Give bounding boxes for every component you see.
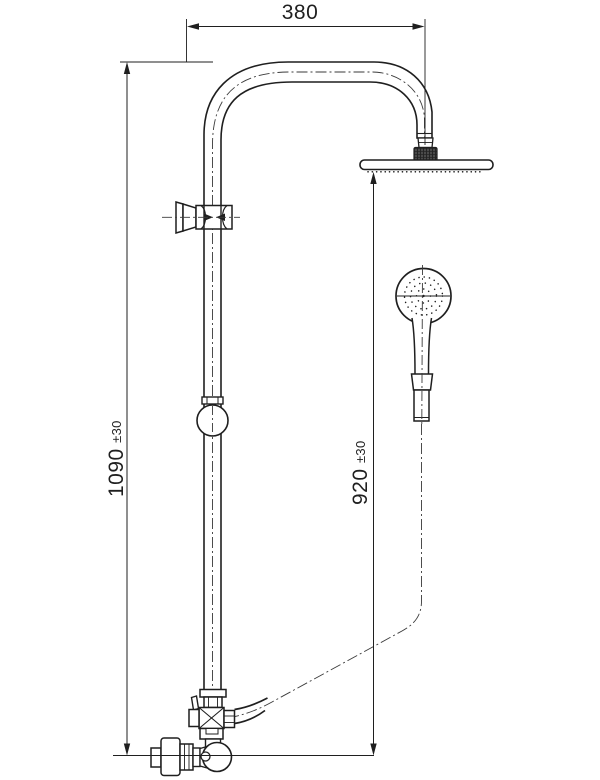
arrow-up (123, 62, 131, 74)
arrow-down (370, 743, 377, 756)
arrow-down (123, 743, 131, 756)
diverter-lever (190, 695, 200, 711)
pipe-centerline (212, 71, 425, 700)
hose-wall-upper (234, 697, 268, 711)
hose-port-hex-nut (223, 709, 236, 729)
diverter-valve-assembly (150, 688, 236, 777)
dimension-label-920: 920 ±30 (349, 441, 372, 506)
clamp-arrow-left (204, 213, 213, 221)
dimension-overall-height: 1090 ±30 (105, 61, 213, 756)
arrow-left (187, 23, 199, 30)
head-disc (359, 159, 494, 171)
dimension-label-380: 380 (282, 1, 319, 24)
supply-hex-nut (179, 743, 194, 771)
ball-joint-collar (201, 396, 224, 405)
ball-joint (196, 396, 229, 437)
supply-escutcheon (160, 737, 181, 777)
riser-base-collar (199, 688, 227, 698)
supply-adapter (192, 747, 201, 768)
dimension-top-width: 380 (186, 1, 426, 145)
hose-wall-lower (234, 709, 266, 725)
knurled-nut (413, 146, 438, 162)
dimension-hand-shower-height: 920 ±30 (349, 172, 377, 756)
riser-pipe-and-shower-arm (203, 61, 433, 700)
elbow-pivot (200, 751, 211, 762)
arrow-right (412, 23, 425, 30)
shower-hose (234, 424, 422, 725)
valve-top-nut (203, 696, 223, 709)
wall-bracket (162, 201, 240, 234)
dimension-label-1090: 1090 ±30 (105, 420, 128, 497)
hand-shower-vertical-centerline (421, 264, 423, 426)
hose-centerline (234, 424, 422, 717)
supply-wall-plug (150, 747, 162, 768)
arrow-up (370, 172, 377, 184)
rain-shower-head (359, 118, 494, 173)
diverter-left-port (188, 708, 200, 728)
hand-shower (395, 264, 452, 426)
